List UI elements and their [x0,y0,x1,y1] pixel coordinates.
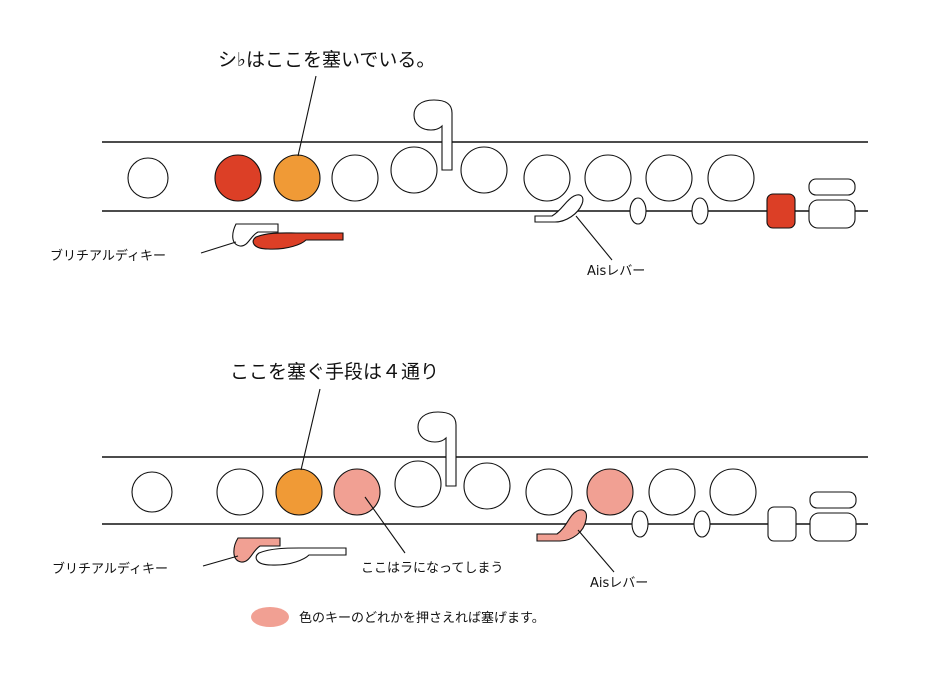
bottom-ra-pointer [364,496,406,554]
bottom-key-hole-9 [648,468,696,516]
top-briccialdi-pointer [200,241,237,254]
bottom-key-hole-7 [525,468,573,516]
top-ais-pointer [575,215,613,261]
bottom-foot-key-upper [809,491,857,509]
bottom-ra-label: ここはラになってしまう [361,561,503,576]
top-trill-key-2 [691,197,709,225]
top-foot-key-lower [808,199,856,229]
top-briccialdi-pad [252,232,344,250]
bottom-ais-lever [536,509,587,542]
bottom-ais-pointer [577,529,615,573]
bottom-key-hole-10 [709,468,757,516]
legend-text: 色のキーのどれかを押さえれば塞げます。 [299,610,545,626]
top-briccialdi-key [232,223,279,247]
top-key-hole-7 [523,154,571,202]
top-briccialdi-label: ブリチアルディキー [50,248,166,264]
top-flute: シ♭はここを塞いでいる。 ブリチアルディキー Aisレバー [50,49,868,279]
bottom-briccialdi-pad [255,547,347,566]
top-trill-key-1 [629,197,647,225]
legend: 色のキーのどれかを押さえれば塞げます。 [251,607,545,627]
bottom-caption-pointer [300,388,321,471]
legend-pink-swatch [251,607,289,627]
bottom-key-hole-3 [275,468,323,516]
top-key-hole-5 [390,146,438,194]
top-key-hole-6 [460,146,508,194]
bottom-trill-key-1 [631,510,649,538]
top-key-hole-9 [645,154,693,202]
top-key-hole-2 [214,154,262,202]
top-key-hole-1 [127,157,169,199]
top-ais-label: Aisレバー [587,264,645,279]
top-foot-key-upper [808,178,856,196]
top-caption-pointer [297,75,317,157]
bottom-key-hole-4 [333,468,381,516]
bottom-key-hole-2 [216,468,264,516]
bottom-briccialdi-label: ブリチアルディキー [52,561,168,577]
bottom-briccialdi-key [233,537,281,563]
bottom-briccialdi-pointer [202,555,239,567]
top-key-hole-3 [273,154,321,202]
top-key-hole-4 [331,154,379,202]
top-key-hole-10 [707,154,755,202]
top-foot-key-red [766,193,796,229]
bottom-flute: ここを塞ぐ手段は４通り ブリチアルディキー ここはラになってしまう Aisレバー [52,361,868,591]
top-thumb-hook-key [413,99,453,171]
bottom-key-hole-5 [394,460,442,508]
bottom-key-hole-8 [586,468,634,516]
bottom-key-hole-6 [463,462,511,510]
bottom-key-hole-1 [131,471,173,513]
bottom-ais-label: Aisレバー [590,576,648,591]
bottom-foot-key [767,506,797,542]
bottom-trill-key-2 [693,510,711,538]
top-key-hole-8 [584,154,632,202]
top-caption: シ♭はここを塞いでいる。 [218,49,435,71]
bottom-thumb-hook-key [417,411,457,487]
bottom-caption: ここを塞ぐ手段は４通り [230,361,439,383]
bottom-foot-key-lower [809,512,857,542]
top-ais-lever [534,194,584,223]
